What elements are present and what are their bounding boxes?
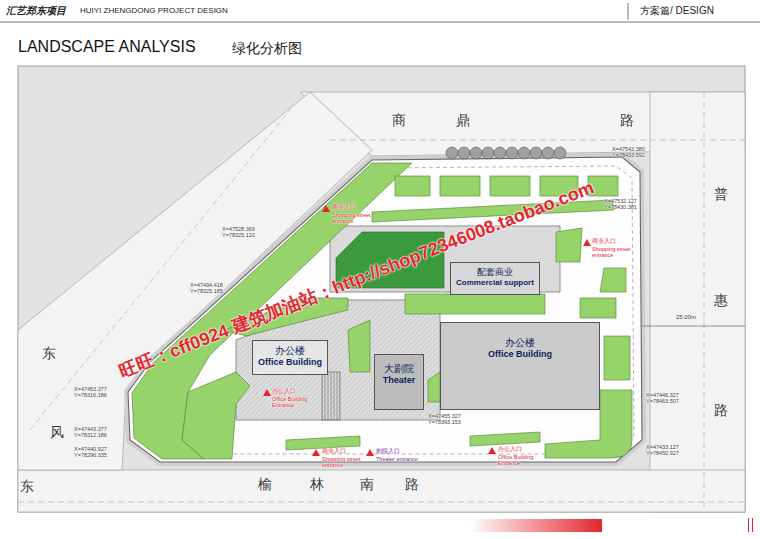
- dimension-line: [642, 326, 745, 327]
- green-area: [556, 228, 582, 262]
- footer-bar: [470, 519, 602, 532]
- tree: [542, 147, 554, 159]
- title-text: 绿化分析图: [232, 40, 302, 56]
- road-name: 东: [42, 345, 56, 361]
- road-lane: [704, 92, 705, 512]
- tree: [530, 147, 542, 159]
- green-area: [395, 176, 430, 196]
- project-name: 汇艺郑东项目: [6, 5, 66, 17]
- building-name: 办公楼: [275, 345, 305, 357]
- entrance-label: 商业入口: [322, 448, 346, 455]
- road-name: 南: [360, 476, 374, 492]
- building-name: 大剧院: [384, 363, 414, 375]
- tree: [518, 147, 530, 159]
- coordinate: X=47433.127 Y=78450.927: [646, 444, 686, 457]
- entrance-label: 剧院入口: [376, 448, 400, 455]
- tree: [494, 147, 506, 159]
- green-area: [428, 372, 440, 402]
- road-name: 普: [714, 186, 728, 202]
- office-building: 办公楼Office Building: [440, 322, 600, 410]
- road-name: 路: [405, 476, 419, 492]
- entrance-marker: [366, 449, 374, 456]
- tree: [470, 147, 482, 159]
- road-name: 路: [620, 112, 634, 128]
- footer-tick: [752, 518, 753, 532]
- entrance-label: Shopping street entrance: [592, 246, 640, 259]
- header-tick: [628, 3, 629, 20]
- building-name-en: Office Building: [258, 357, 322, 368]
- green-area: [604, 336, 630, 380]
- section-name: 方案篇/ DESIGN: [640, 5, 714, 17]
- coordinate: X=47455.327 Y=78393.153: [428, 413, 468, 426]
- building-name-en: Theater: [383, 375, 416, 386]
- green-area: [182, 372, 250, 459]
- entrance-label: 商业入口: [332, 204, 356, 211]
- road: [18, 470, 745, 512]
- theater-building: 大剧院Theater: [374, 354, 424, 410]
- office-building: 办公楼Office Building: [252, 340, 328, 375]
- tree: [482, 147, 494, 159]
- stairs: [322, 372, 340, 420]
- entrance-label: 办公入口: [272, 388, 296, 395]
- entrance-label: Shopping street entrance: [322, 456, 370, 469]
- road-name: 商: [392, 112, 406, 128]
- tree: [554, 147, 566, 159]
- map-ground: [18, 66, 745, 512]
- building-name: 办公楼: [505, 337, 535, 349]
- coordinate: X=47446.327 Y=78463.507: [646, 392, 686, 405]
- building-name: 配套商业: [477, 267, 513, 278]
- road-name: 惠: [714, 292, 728, 308]
- road-name: 东: [20, 478, 34, 494]
- tree: [446, 147, 458, 159]
- road-name: 榆: [258, 476, 272, 492]
- tree: [506, 147, 518, 159]
- green-area: [286, 436, 360, 450]
- header-rule: [0, 22, 760, 23]
- road-name: 风: [50, 424, 64, 440]
- entrance-label: Shopping street entrance: [332, 212, 380, 225]
- coordinate: X=47532.127 Y=78430.381: [604, 198, 644, 211]
- road-lane: [18, 502, 745, 503]
- green-area: [490, 176, 530, 196]
- road-name: 林: [310, 476, 324, 492]
- entrance-marker: [488, 447, 496, 454]
- green-area: [580, 298, 616, 318]
- entrance-marker: [322, 205, 330, 212]
- building-name-en: Office Building: [488, 349, 552, 360]
- coordinate: X=47440.927 Y=78296.335: [74, 446, 114, 459]
- coordinate: X=47543.380 Y=78433.592: [612, 146, 652, 159]
- building-name-en: Commercial support: [456, 278, 534, 288]
- commercial-block: 配套商业Commercial support: [450, 262, 540, 295]
- project-name: HUIYI ZHENGDONG PROJECT DESIGN: [80, 6, 228, 15]
- entrance-marker: [263, 389, 271, 396]
- entrance-label: 商业入口: [592, 238, 616, 245]
- road-name: 鼎: [456, 112, 470, 128]
- entrance-marker: [312, 449, 320, 456]
- road-lane: [330, 140, 745, 141]
- entrance-label: Office Building Entrance: [498, 454, 546, 467]
- coordinate: X=47528.369 Y=78325.120: [222, 226, 262, 239]
- footer-tick: [748, 518, 749, 532]
- green-area: [440, 176, 480, 196]
- green-area: [470, 432, 540, 446]
- green-area: [348, 320, 370, 372]
- green-area: [405, 294, 545, 314]
- road-name: 路: [714, 402, 728, 418]
- dimension: 25.00m: [676, 314, 696, 321]
- title-text: LANDSCAPE ANALYSIS: [18, 38, 196, 56]
- coordinate: X=47443.377 Y=78312.186: [74, 426, 114, 439]
- green-area: [600, 268, 626, 292]
- entrance-label: Theater entrance: [376, 456, 424, 462]
- tree: [458, 147, 470, 159]
- entrance-label: Office Building Entrance: [272, 396, 320, 409]
- entrance-label: 办公入口: [498, 446, 522, 453]
- coordinate: X=47494.418 Y=78325.185: [190, 282, 230, 295]
- entrance-marker: [583, 239, 591, 246]
- coordinate: X=47453.377 Y=78316.186: [74, 386, 114, 399]
